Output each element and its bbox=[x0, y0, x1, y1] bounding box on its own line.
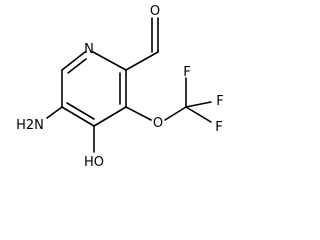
bond-c5-c5-inner bbox=[66, 102, 95, 120]
label-ether-oxygen: O bbox=[153, 116, 163, 131]
label-aldehyde-oxygen: O bbox=[150, 4, 160, 19]
bond-c3-c4 bbox=[93, 106, 127, 127]
bond-o-cf3 bbox=[164, 106, 187, 121]
bond-c6-n-inner bbox=[67, 58, 87, 74]
bond-c3-o bbox=[125, 106, 152, 121]
label-fluorine-top: F bbox=[183, 65, 190, 80]
bond-c4-c5 bbox=[61, 106, 95, 127]
label-hydroxyl-group: HO bbox=[84, 155, 104, 170]
molecule-drawing: N O O F F F H2N HO bbox=[16, 4, 224, 170]
label-fluorine-right: F bbox=[216, 94, 223, 109]
bond-cf3-f-bottom bbox=[185, 106, 212, 123]
bond-c6-n bbox=[61, 51, 86, 71]
label-fluorine-bottom: F bbox=[215, 120, 222, 135]
bond-c5-nh2 bbox=[46, 106, 63, 119]
bond-cf3-f-right bbox=[185, 101, 212, 108]
bond-n-c2 bbox=[92, 51, 127, 71]
atom-labels: N O O F F F H2N HO bbox=[16, 4, 224, 170]
bond-c2-cho bbox=[125, 51, 159, 71]
label-amino-group: H2N bbox=[16, 118, 44, 133]
bond-lines bbox=[46, 17, 212, 153]
label-ring-nitrogen: N bbox=[84, 42, 94, 57]
